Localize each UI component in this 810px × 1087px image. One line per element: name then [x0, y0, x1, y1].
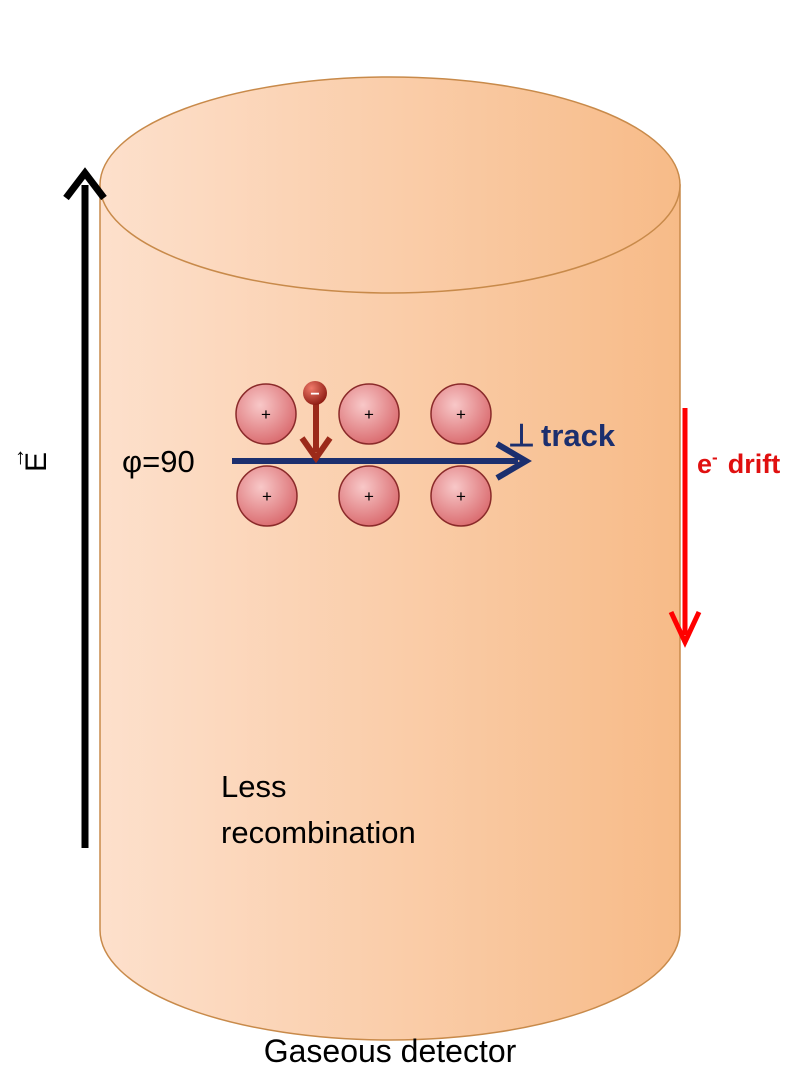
- angle-label: φ=90: [122, 444, 195, 479]
- ion-top-3: +: [430, 383, 492, 445]
- ion-bottom-3: +: [430, 465, 492, 527]
- field-label: E →: [4, 447, 53, 472]
- track-label: ⊥track: [508, 418, 616, 453]
- drift-label: e-drift: [697, 448, 780, 479]
- ion-bottom-1: +: [236, 465, 298, 527]
- cylinder-top: [99, 76, 681, 294]
- electron: −: [303, 381, 327, 405]
- svg-text:+: +: [261, 405, 271, 424]
- svg-text:+: +: [456, 487, 466, 506]
- svg-text:+: +: [262, 487, 272, 506]
- svg-text:+: +: [364, 487, 374, 506]
- drift-arrow: [668, 408, 702, 648]
- svg-text:E: E: [20, 452, 53, 472]
- ion-top-1: +: [235, 383, 297, 445]
- svg-text:+: +: [456, 405, 466, 424]
- cylinder-body: [99, 184, 681, 1041]
- svg-text:→: →: [4, 447, 29, 469]
- svg-text:−: −: [310, 386, 319, 403]
- ion-bottom-2: +: [338, 465, 400, 527]
- caption: Gaseous detector: [264, 1033, 517, 1069]
- recombination-line1: Less: [221, 769, 286, 804]
- track-arrow: [232, 441, 532, 481]
- ion-top-2: +: [338, 383, 400, 445]
- electric-field-arrow: [63, 167, 107, 848]
- recombination-line2: recombination: [221, 815, 416, 850]
- svg-text:+: +: [364, 405, 374, 424]
- electron-arrow: [299, 400, 333, 464]
